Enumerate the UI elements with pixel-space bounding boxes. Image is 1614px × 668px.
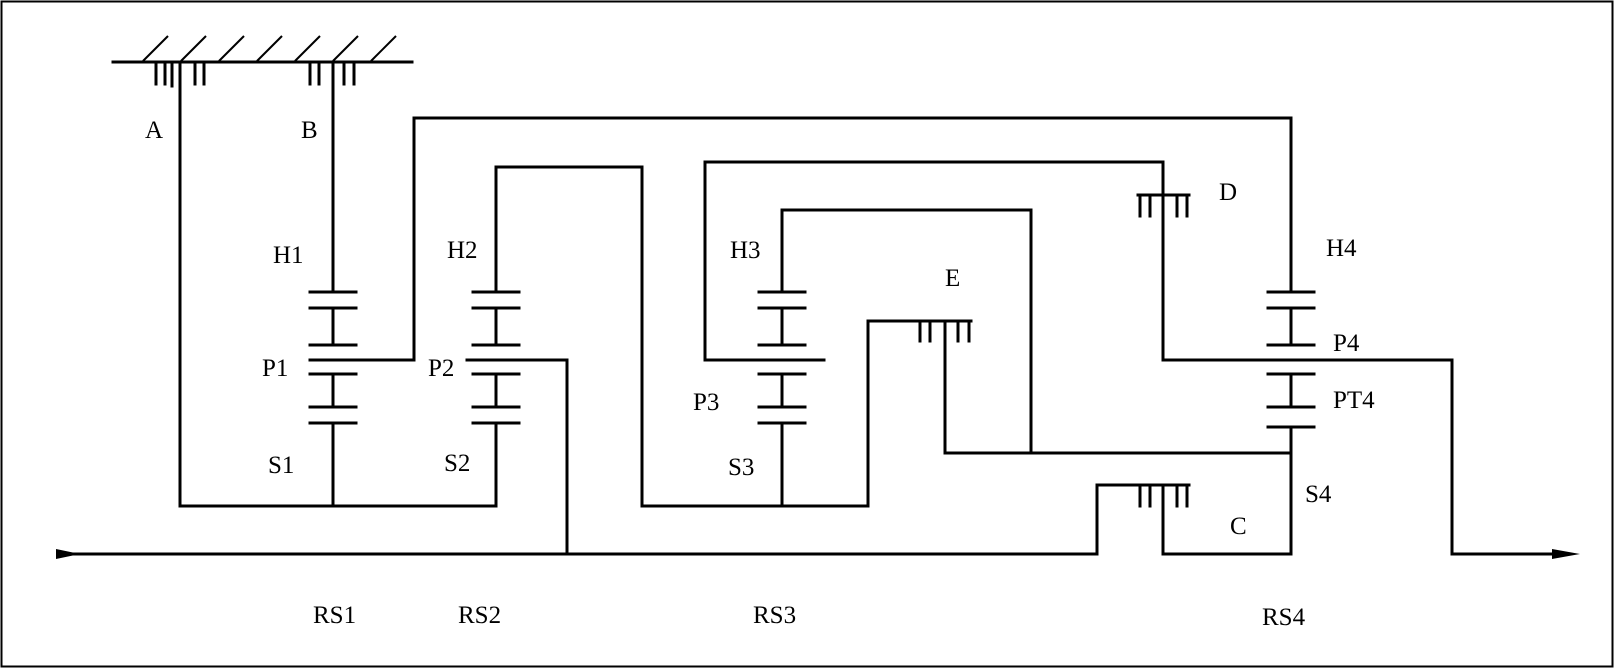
brake-b-symbol — [308, 61, 356, 88]
link-h2-s3 — [494, 165, 922, 508]
label-rs4: RS4 — [1262, 604, 1306, 631]
label-s4: S4 — [1305, 481, 1332, 508]
label-h4: H4 — [1326, 235, 1357, 262]
link-h3-s4 — [780, 208, 1033, 455]
label-p4: P4 — [1333, 330, 1360, 357]
label-p3: P3 — [693, 389, 719, 416]
gear-set-2 — [465, 290, 569, 508]
label-h1: H1 — [273, 242, 304, 269]
label-pt4: PT4 — [1333, 387, 1375, 414]
input-arrow — [56, 549, 80, 559]
label-s3: S3 — [728, 454, 754, 481]
label-d: D — [1219, 179, 1237, 206]
link-p1-h4 — [412, 116, 1293, 362]
label-rs3: RS3 — [753, 602, 796, 629]
label-a: A — [145, 117, 163, 144]
label-s1: S1 — [268, 452, 294, 479]
gear-set-1 — [308, 290, 416, 508]
label-p2: P2 — [428, 355, 454, 382]
link-c-s4 — [1161, 483, 1293, 556]
label-h3: H3 — [730, 237, 761, 264]
label-h2: H2 — [447, 237, 478, 264]
link-d-p4-output — [1161, 214, 1562, 556]
label-e: E — [945, 265, 960, 292]
label-rs1: RS1 — [313, 602, 356, 629]
gear-set-3 — [703, 290, 826, 508]
brake-a-symbol — [154, 61, 206, 88]
clutch-c-symbol — [1138, 483, 1189, 508]
clutch-d-symbol — [1136, 193, 1191, 218]
label-rs2: RS2 — [458, 602, 501, 629]
output-arrow — [1552, 549, 1580, 559]
label-b: B — [301, 117, 318, 144]
gear-set-4 — [1266, 290, 1316, 556]
input-shaft — [68, 483, 1191, 556]
label-c: C — [1230, 513, 1247, 540]
clutch-e-symbol — [918, 319, 973, 345]
label-p1: P1 — [262, 355, 288, 382]
ground-housing — [111, 35, 414, 64]
link-p3-d — [703, 160, 1165, 362]
label-s2: S2 — [444, 450, 470, 477]
